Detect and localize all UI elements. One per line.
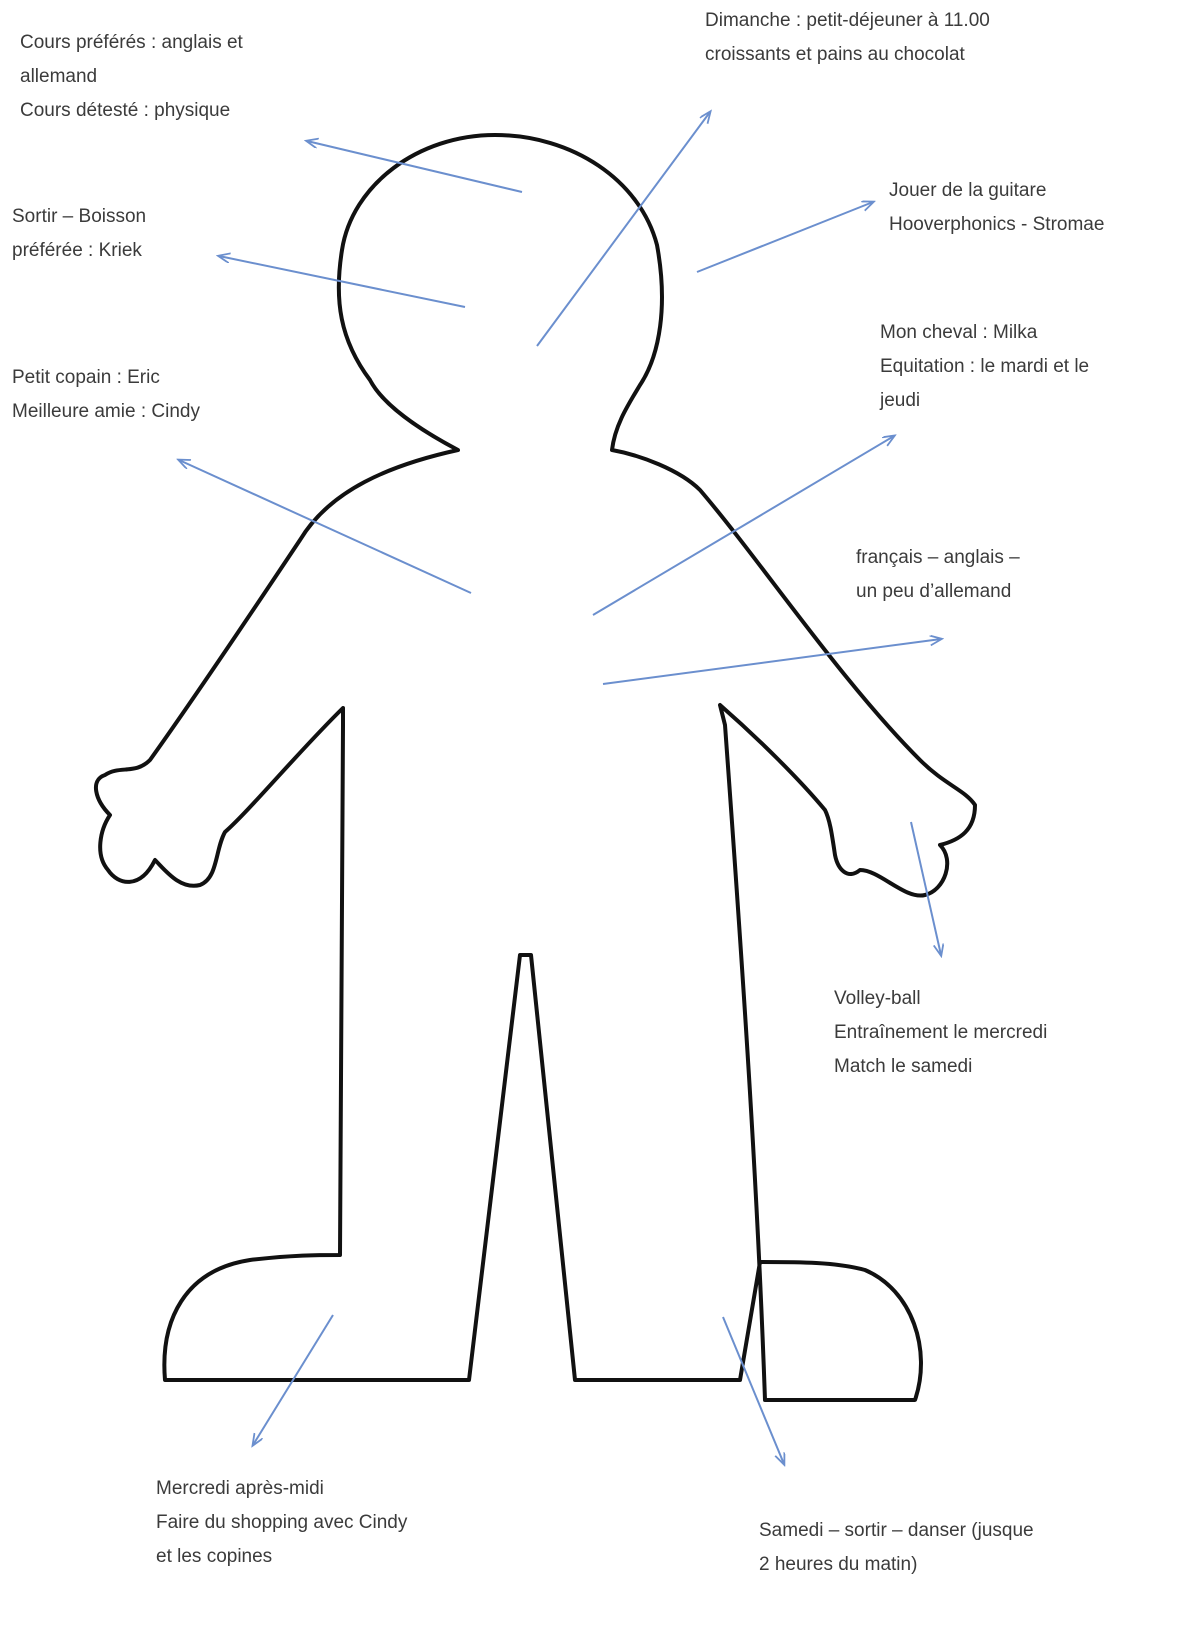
label-going-out-line-2: préférée : Kriek bbox=[12, 234, 146, 268]
label-languages: français – anglais – un peu d’allemand bbox=[856, 541, 1020, 609]
label-music-line-2: Hooverphonics - Stromae bbox=[889, 208, 1104, 242]
label-horse-line-1: Mon cheval : Milka bbox=[880, 316, 1089, 350]
label-friends: Petit copain : Eric Meilleure amie : Cin… bbox=[12, 361, 200, 429]
label-horse: Mon cheval : Milka Equitation : le mardi… bbox=[880, 316, 1089, 418]
label-friends-line-2: Meilleure amie : Cindy bbox=[12, 395, 200, 429]
label-horse-line-2: Equitation : le mardi et le bbox=[880, 350, 1089, 384]
label-school-line-2: allemand bbox=[20, 60, 243, 94]
label-saturday-line-2: 2 heures du matin) bbox=[759, 1548, 1034, 1582]
label-wednesday-line-2: Faire du shopping avec Cindy bbox=[156, 1506, 407, 1540]
label-going-out: Sortir – Boisson préférée : Kriek bbox=[12, 200, 146, 268]
label-volleyball-line-3: Match le samedi bbox=[834, 1050, 1047, 1084]
label-wednesday: Mercredi après-midi Faire du shopping av… bbox=[156, 1472, 407, 1574]
label-music: Jouer de la guitare Hooverphonics - Stro… bbox=[889, 174, 1104, 242]
arrow-music bbox=[697, 202, 873, 272]
label-sunday-line-1: Dimanche : petit-déjeuner à 11.00 bbox=[705, 4, 990, 38]
label-saturday: Samedi – sortir – danser (jusque 2 heure… bbox=[759, 1514, 1034, 1582]
label-friends-line-1: Petit copain : Eric bbox=[12, 361, 200, 395]
label-sunday: Dimanche : petit-déjeuner à 11.00 croiss… bbox=[705, 4, 990, 72]
label-horse-line-3: jeudi bbox=[880, 384, 1089, 418]
label-volleyball-line-2: Entraînement le mercredi bbox=[834, 1016, 1047, 1050]
label-languages-line-2: un peu d’allemand bbox=[856, 575, 1020, 609]
label-wednesday-line-1: Mercredi après-midi bbox=[156, 1472, 407, 1506]
label-music-line-1: Jouer de la guitare bbox=[889, 174, 1104, 208]
label-school: Cours préférés : anglais et allemand Cou… bbox=[20, 26, 243, 128]
body-outline bbox=[96, 135, 975, 1400]
label-sunday-line-2: croissants et pains au chocolat bbox=[705, 38, 990, 72]
label-volleyball-line-1: Volley-ball bbox=[834, 982, 1047, 1016]
label-languages-line-1: français – anglais – bbox=[856, 541, 1020, 575]
label-school-line-3: Cours détesté : physique bbox=[20, 94, 243, 128]
label-wednesday-line-3: et les copines bbox=[156, 1540, 407, 1574]
label-saturday-line-1: Samedi – sortir – danser (jusque bbox=[759, 1514, 1034, 1548]
label-school-line-1: Cours préférés : anglais et bbox=[20, 26, 243, 60]
label-going-out-line-1: Sortir – Boisson bbox=[12, 200, 146, 234]
label-volleyball: Volley-ball Entraînement le mercredi Mat… bbox=[834, 982, 1047, 1084]
